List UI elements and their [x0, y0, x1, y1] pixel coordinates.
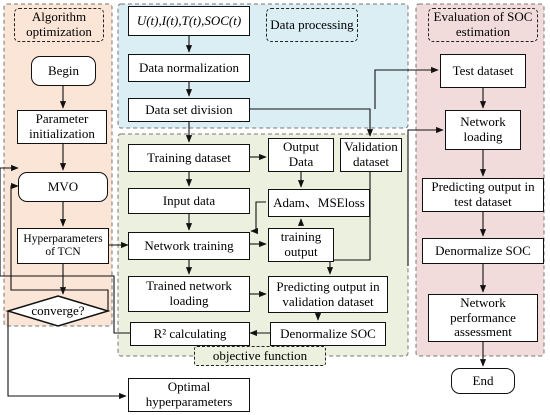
arrow-adam-network [250, 201, 266, 235]
denorm-test-node: Denormalize SOC [422, 238, 544, 264]
r2-node: R² calculating [130, 322, 250, 346]
network-loading-node: Network loading [445, 110, 521, 150]
end-node: End [451, 368, 515, 394]
param-init-node: Parameter initialization [17, 110, 107, 144]
network-training-node: Network training [128, 232, 250, 260]
test-dataset-node: Test dataset [440, 54, 526, 88]
arrow-division-validation [250, 108, 374, 137]
input-data-node: Input data [128, 188, 250, 214]
predict-test-node: Predicting output in test dataset [422, 178, 544, 212]
converge-label: converge? [31, 302, 85, 318]
arrow-r2-mvo [0, 164, 130, 334]
arrow-converge-optimal [7, 311, 127, 400]
denorm-val-node: Denormalize SOC [270, 322, 386, 346]
panel-title-evaluation: Evaluation of SOC estimation [428, 8, 538, 42]
trained-loading-node: Trained network loading [128, 276, 250, 312]
arrow-division-test [374, 66, 439, 109]
predict-validation-node: Predicting output in validation dataset [268, 276, 388, 313]
validation-dataset-node: Validation dataset [340, 138, 402, 172]
output-data-node: Output Data [268, 138, 334, 172]
arrow-converge-mvo [10, 182, 109, 311]
normalization-node: Data normalization [128, 54, 250, 82]
converge-diamond [5, 295, 111, 327]
training-dataset-node: Training dataset [128, 144, 250, 172]
panel-algorithm [3, 3, 113, 327]
optimal-node: Optimal hyperparameters [128, 378, 250, 412]
panel-title-objective: objective function [194, 346, 326, 366]
begin-node: Begin [31, 56, 96, 86]
panel-title-algorithm: Algorithm optimization [14, 8, 104, 42]
arrow-trained-loading [407, 126, 444, 266]
mvo-node: MVO [18, 172, 108, 202]
assessment-node: Network performance assessment [428, 294, 538, 342]
hyper-tcn-node: Hyperparameters of TCN [17, 228, 109, 264]
arrow-validation-predict [326, 172, 371, 275]
division-node: Data set division [128, 98, 250, 122]
panel-title-data: Data processing [266, 8, 358, 42]
inputs-node: U(t),I(t),T(t),SOC(t) [128, 6, 250, 36]
training-output-node: training output [268, 228, 334, 262]
adam-node: Adam、MSEloss [268, 189, 370, 217]
